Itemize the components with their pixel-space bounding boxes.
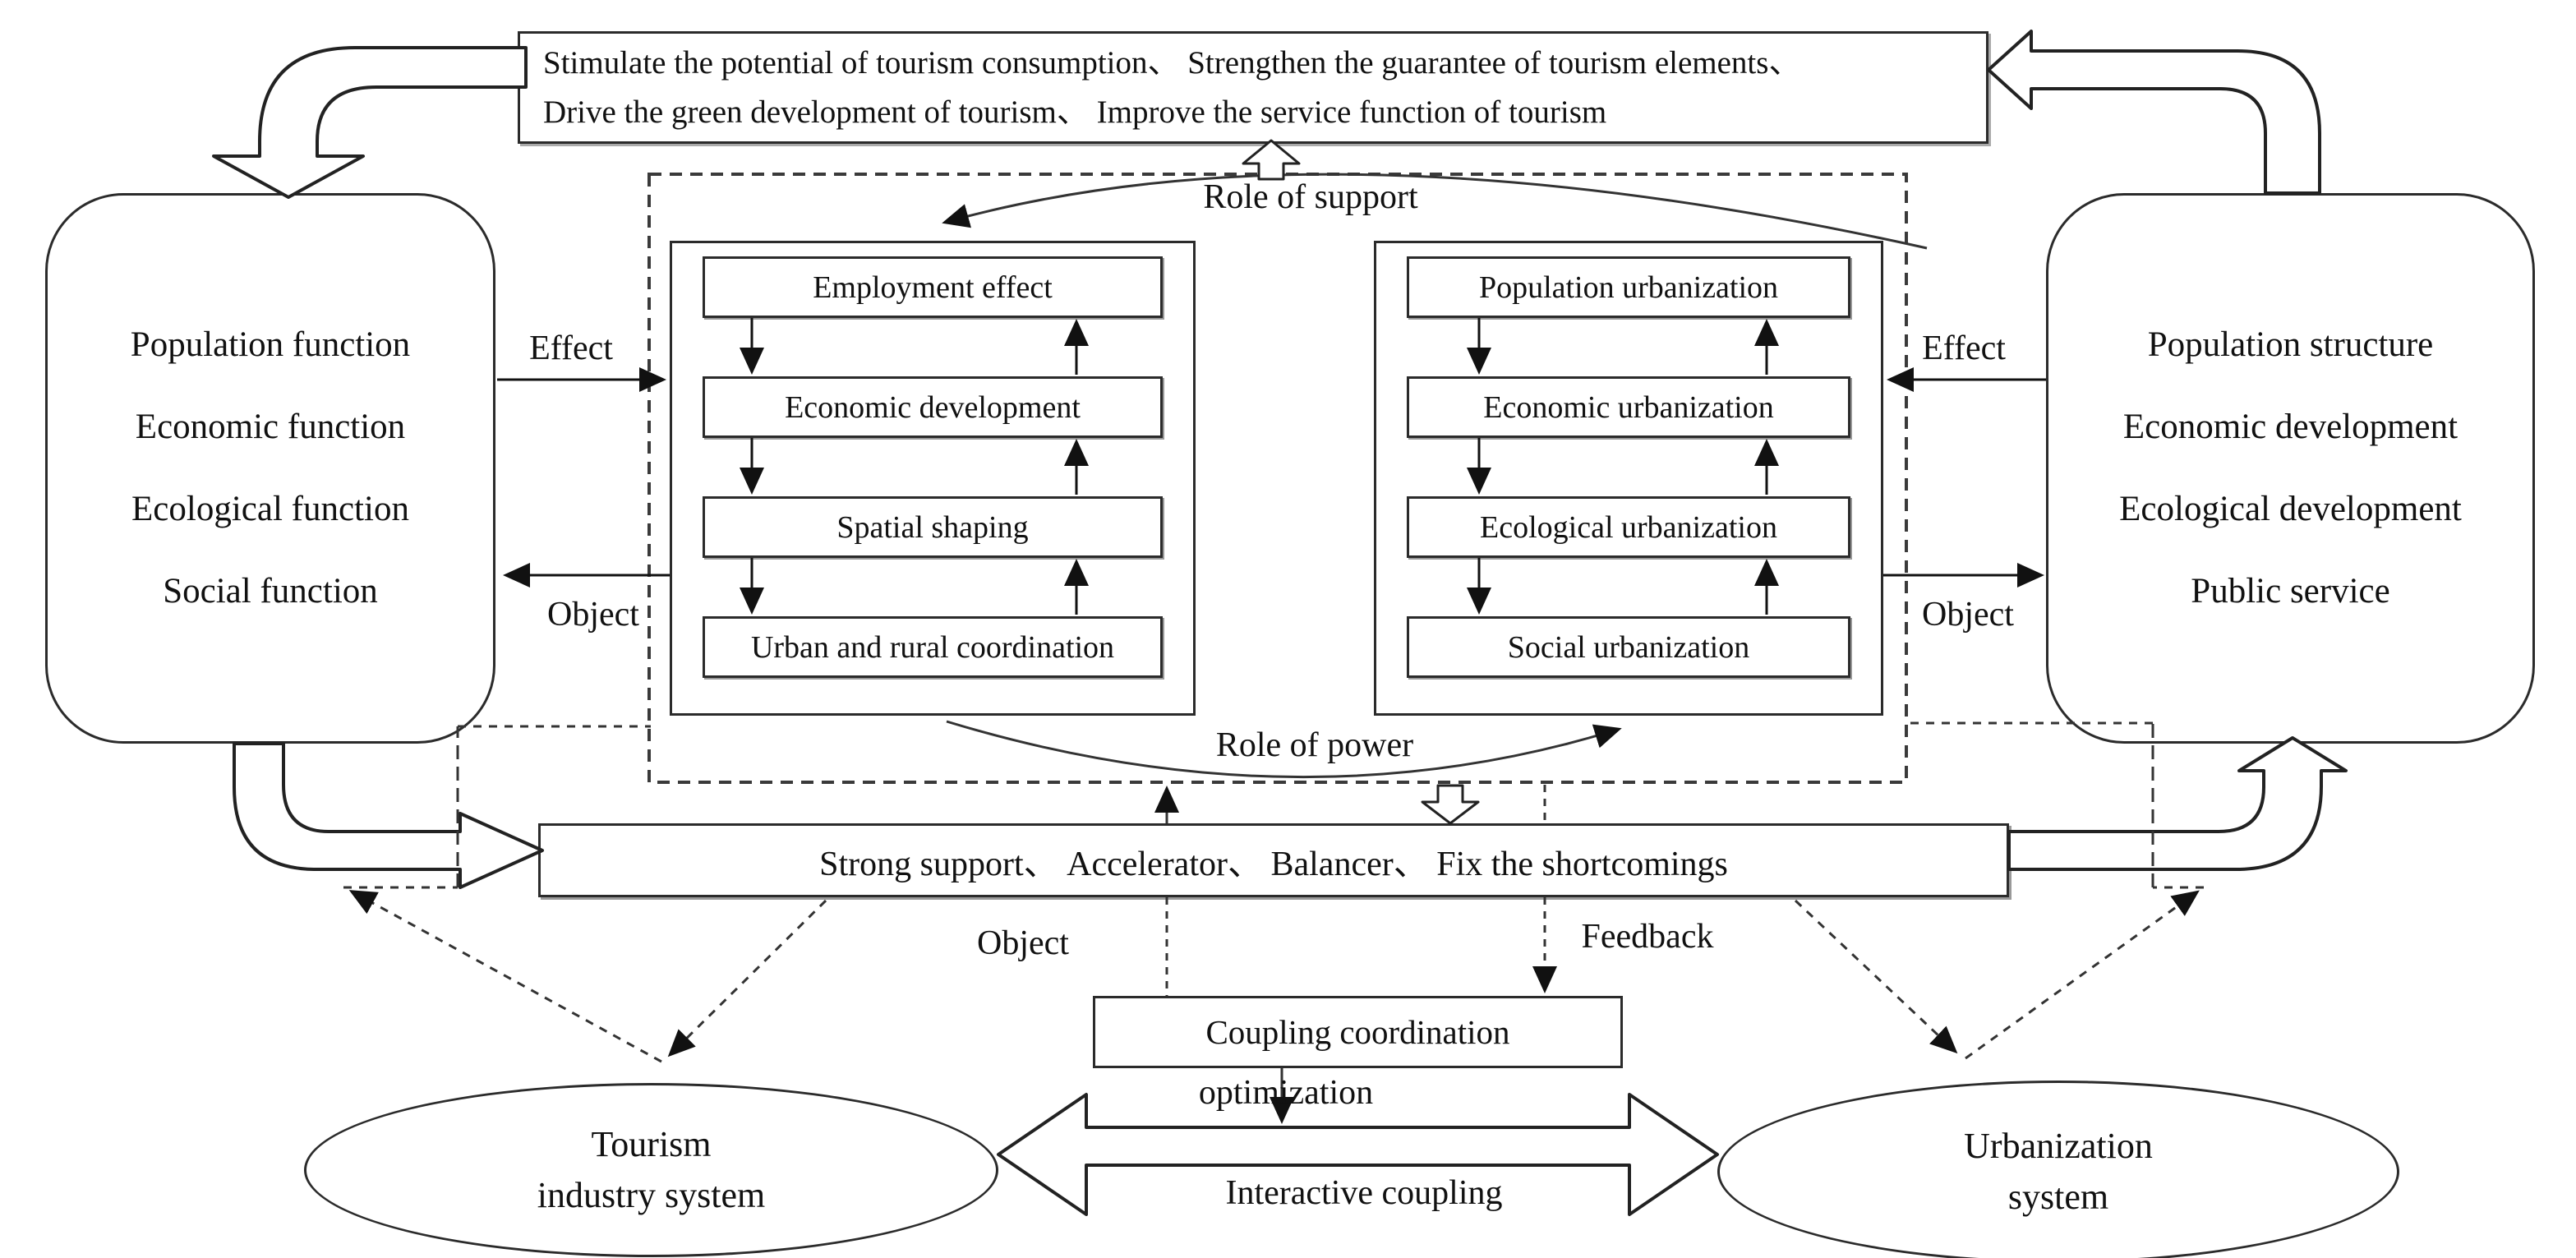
object-right-label: Object: [1922, 596, 2014, 634]
role-of-support-arc: [942, 173, 1928, 250]
urbanization-outcome-box: Population structure Economic developmen…: [2046, 193, 2535, 744]
feedback-label: Feedback: [1581, 918, 1714, 956]
urban-ellipse-line: system: [2007, 1177, 2109, 1217]
banner-to-tourism-bent-arrow: [212, 46, 528, 199]
banner-line-1: Stimulate the potential of tourism consu…: [543, 45, 1801, 81]
effect-right-label: Effect: [1922, 329, 2006, 367]
tourism-function-line: Ecological function: [131, 490, 409, 528]
urbanization-outcome-line: Economic development: [2122, 408, 2458, 446]
interactive-coupling-label: Interactive coupling: [1225, 1174, 1503, 1212]
tourism-benefits-banner: Stimulate the potential of tourism consu…: [518, 31, 1988, 144]
bar-to-urbanization-bent-arrow: [2007, 736, 2348, 871]
chain-box-economic-urbanization: Economic urbanization: [1407, 376, 1850, 438]
chain-box-economic-development: Economic development: [703, 376, 1163, 438]
tourism-function-line: Social function: [163, 572, 378, 611]
chain-box-employment-effect: Employment effect: [703, 256, 1163, 318]
power-to-bar-hollow-arrow: [1421, 784, 1480, 825]
urbanization-outcome-line: Public service: [2191, 572, 2390, 611]
role-of-support-label: Role of support: [1203, 178, 1418, 216]
coupling-coordination-box: Coupling coordination: [1093, 996, 1623, 1068]
urbanization-outcome-line: Ecological development: [2119, 490, 2462, 528]
chain-box-ecological-urbanization: Ecological urbanization: [1407, 496, 1850, 558]
urbanization-system-ellipse: Urbanization system: [1717, 1081, 2399, 1258]
chain-box-spatial-shaping: Spatial shaping: [703, 496, 1163, 558]
tourism-ellipse-line: industry system: [537, 1175, 766, 1215]
urbanization-outcome-line: Population structure: [2147, 325, 2434, 364]
chain-box-population-urbanization: Population urbanization: [1407, 256, 1850, 318]
effect-left-label: Effect: [529, 329, 613, 367]
tourism-function-box: Population function Economic function Ec…: [45, 193, 495, 744]
urbanization-to-banner-bent-arrow: [1987, 30, 2321, 195]
tourism-industry-system-ellipse: Tourism industry system: [304, 1083, 998, 1257]
chain-box-urban-rural-coordination: Urban and rural coordination: [703, 616, 1163, 678]
object-left-label: Object: [547, 596, 639, 634]
support-roles-bar: Strong support、 Accelerator、 Balancer、 F…: [538, 823, 2009, 897]
tourism-to-bar-bent-arrow: [233, 742, 544, 889]
tourism-function-line: Economic function: [135, 408, 406, 446]
role-of-power-label: Role of power: [1215, 726, 1414, 764]
support-to-banner-hollow-arrow: [1242, 139, 1301, 181]
optimization-label: optimization: [1198, 1074, 1374, 1112]
urban-ellipse-line: Urbanization: [1964, 1126, 2153, 1166]
banner-line-2: Drive the green development of tourism、 …: [543, 94, 1607, 130]
tourism-ellipse-line: Tourism: [591, 1124, 712, 1164]
object-mid-label: Object: [977, 924, 1069, 962]
chain-box-social-urbanization: Social urbanization: [1407, 616, 1850, 678]
tourism-function-line: Population function: [130, 325, 411, 364]
